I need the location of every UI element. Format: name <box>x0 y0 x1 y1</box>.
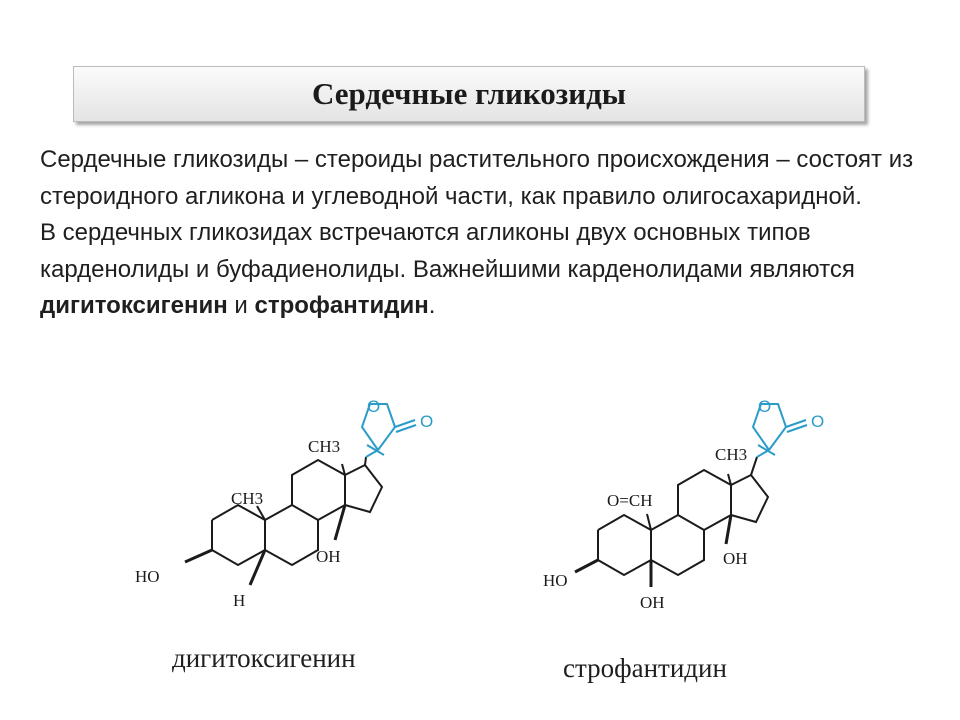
cho-label: O=CH <box>607 491 652 510</box>
ring-o-label: O <box>367 397 380 416</box>
title-box: Сердечные гликозиды <box>73 66 865 122</box>
caption-strophanthidin: строфантидин <box>563 653 727 683</box>
highlight-strophanthidin: строфантидин <box>254 292 429 319</box>
butenolide-ring <box>360 403 417 458</box>
highlight-digitoxigenin: дигитоксигенин <box>40 292 228 319</box>
h-5-label: H <box>233 591 245 610</box>
carbonyl-o-label: O <box>420 412 433 431</box>
oh-5-label: OH <box>640 593 665 612</box>
carbonyl-o-label: O <box>811 412 824 431</box>
oh-14-label: OH <box>723 549 748 568</box>
paragraph-definition: Сердечные гликозиды – стероиды раститель… <box>40 146 914 210</box>
oh-14-label: OH <box>316 547 341 566</box>
body-text: Сердечные гликозиды – стероиды раститель… <box>40 142 940 325</box>
butenolide-ring <box>751 403 808 458</box>
ch3-top-label: CH3 <box>715 445 747 464</box>
steroid-skeleton <box>574 456 770 587</box>
ch3-mid-label: CH3 <box>231 489 263 508</box>
ho-3-label: HO <box>135 567 160 586</box>
strophanthidin-structure: CH3 O=CH OH HO OH O O <box>543 397 824 612</box>
slide-title: Сердечные гликозиды <box>312 76 626 111</box>
digitoxigenin-structure: CH3 CH3 OH HO H O O <box>135 397 433 610</box>
connector-text: и <box>227 292 255 319</box>
ho-3-label: HO <box>543 571 568 590</box>
steroid-skeleton <box>184 456 384 586</box>
caption-digitoxigenin: дигитоксигенин <box>172 643 356 673</box>
paragraph-types: В сердечных гликозидах встречаются аглик… <box>40 215 940 325</box>
ch3-top-label: CH3 <box>308 437 340 456</box>
period-text: . <box>428 292 436 319</box>
paragraph-types-intro: В сердечных гликозидах встречаются аглик… <box>40 219 855 283</box>
ring-o-label: O <box>758 397 771 416</box>
